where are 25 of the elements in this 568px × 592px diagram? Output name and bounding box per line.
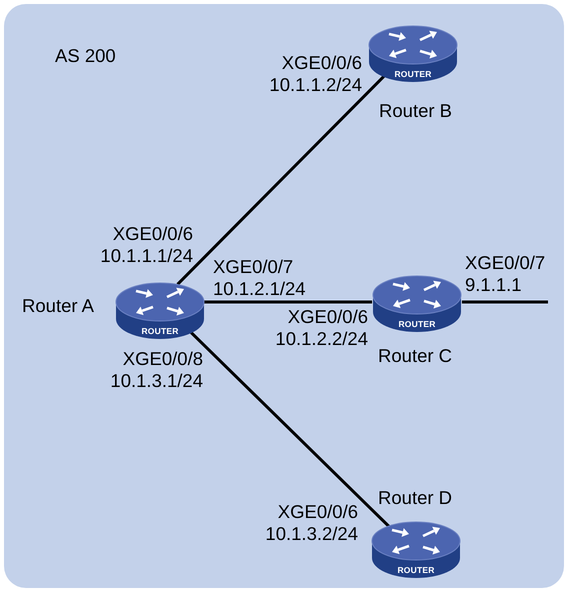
icon-label: ROUTER	[141, 326, 179, 336]
interface-label: XGE0/0/7 10.1.2.1/24	[213, 256, 306, 300]
icon-label: ROUTER	[397, 565, 435, 575]
interface-label: XGE0/0/6 10.1.3.2/24	[265, 501, 358, 545]
icon-label: ROUTER	[398, 319, 436, 329]
router	[371, 521, 461, 579]
device-name: Router B	[379, 100, 452, 122]
connection-line	[202, 300, 372, 304]
router	[115, 282, 205, 340]
autonomous-system-area	[4, 4, 564, 588]
connection-line	[176, 75, 386, 286]
interface-label: XGE0/0/8 10.1.3.1/24	[110, 348, 203, 392]
interface-label: XGE0/0/6 10.1.2.2/24	[275, 306, 368, 350]
device-name: Router A	[22, 295, 94, 317]
router	[372, 275, 462, 333]
interface-label: XGE0/0/7 9.1.1.1	[465, 252, 546, 296]
connection-line	[462, 300, 548, 304]
connection-line	[190, 331, 390, 528]
device-name: Router C	[378, 345, 452, 367]
icon-label: ROUTER	[394, 69, 432, 79]
area-label: AS 200	[55, 45, 116, 67]
interface-label: XGE0/0/6 10.1.1.2/24	[269, 52, 362, 96]
router	[368, 25, 458, 83]
device-name: Router D	[378, 487, 452, 509]
interface-label: XGE0/0/6 10.1.1.1/24	[100, 223, 193, 267]
